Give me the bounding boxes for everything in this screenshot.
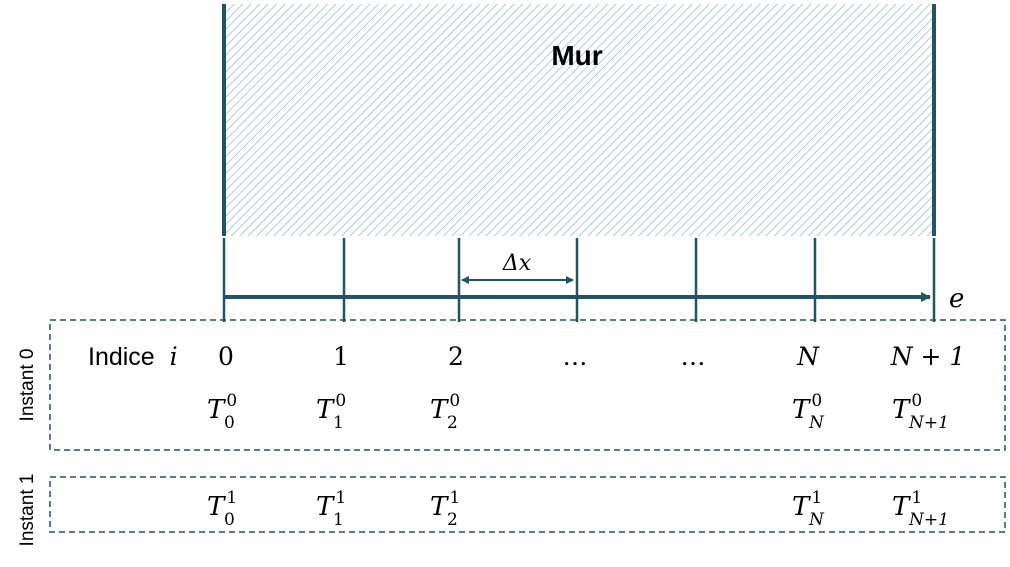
index-label-6: N + 1 xyxy=(890,342,966,371)
index-row-label-text: Indice xyxy=(88,343,155,371)
index-label-5: N xyxy=(796,342,820,371)
instant-0-box xyxy=(49,319,1006,451)
spacing-label: Δx xyxy=(502,251,532,276)
axis-label: e xyxy=(949,284,964,314)
wall-hatched-area xyxy=(224,4,934,236)
instant-0-label: Instant 0 xyxy=(17,349,38,422)
index-label-0: 0 xyxy=(218,342,234,371)
index-label-3: … xyxy=(563,342,588,371)
instant-1-label: Instant 1 xyxy=(17,474,38,547)
wall-title: Mur xyxy=(551,40,602,71)
index-label-4: … xyxy=(681,342,706,371)
index-labels: 0 1 2 … … N N + 1 xyxy=(218,342,965,371)
index-row-label: Indice i xyxy=(88,342,178,371)
instant-1-box xyxy=(49,476,1006,533)
index-row-label-symbol: i xyxy=(170,342,178,371)
index-label-2: 2 xyxy=(448,342,464,371)
grid-ticks xyxy=(222,238,936,322)
index-label-1: 1 xyxy=(333,342,349,371)
